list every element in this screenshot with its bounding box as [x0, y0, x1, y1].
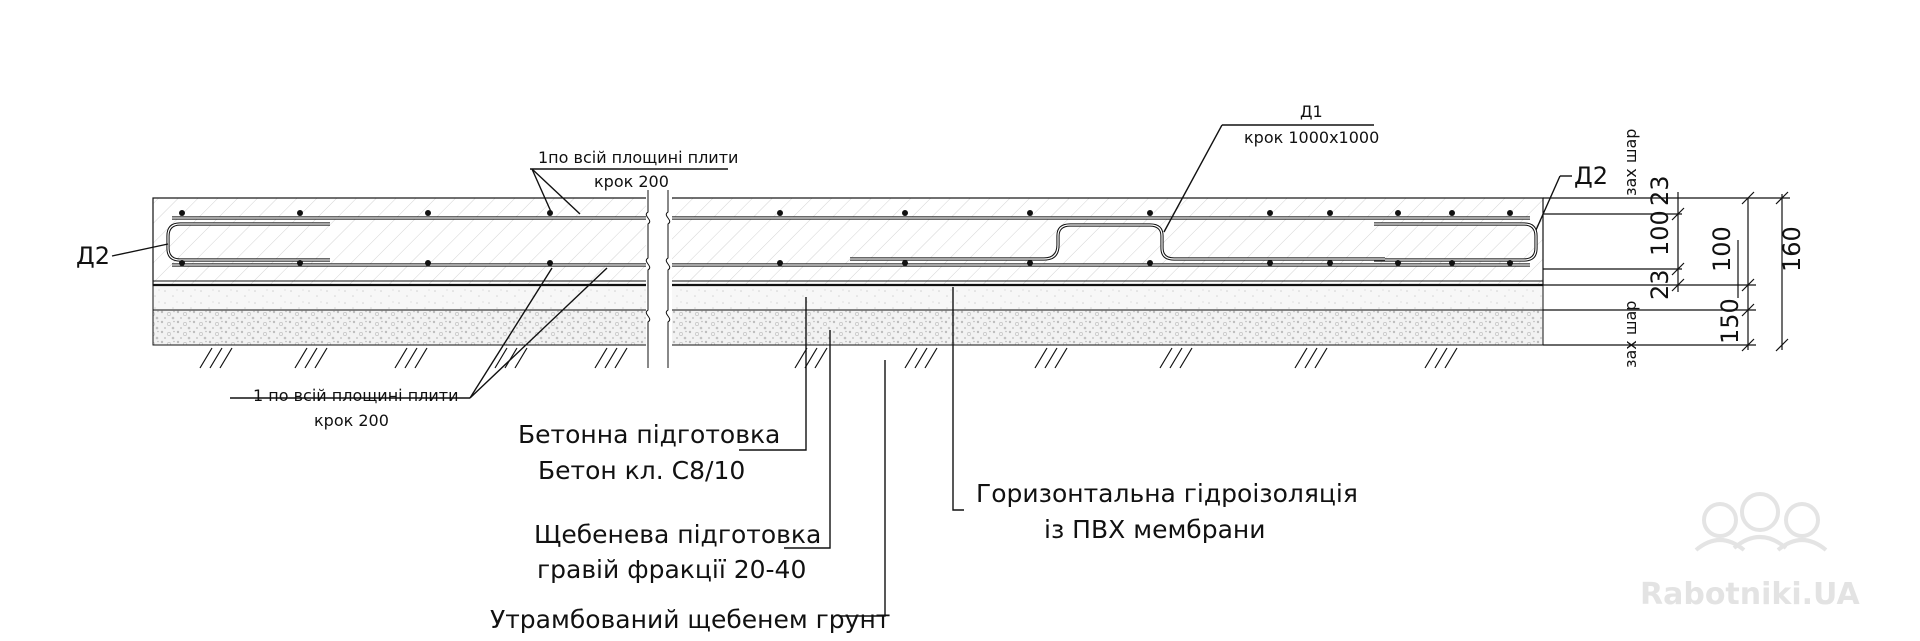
dimension-lines — [1543, 191, 1790, 352]
top-bar-label-line1: 1по всій площині плити — [538, 148, 738, 167]
break-line-left — [645, 190, 651, 368]
break-line-right — [665, 190, 671, 368]
svg-text:100: 100 — [1646, 210, 1674, 256]
d2-left-label: Д2 — [76, 242, 110, 270]
leader-bottom-bar — [230, 267, 608, 399]
bottom-bar-label-line1: 1 по всій площині плити — [253, 386, 459, 405]
concrete-prep-leader — [739, 297, 807, 451]
dim-total: 160 — [1778, 226, 1806, 272]
svg-text:160: 160 — [1778, 226, 1806, 272]
concrete-slab — [152, 197, 1544, 286]
waterproofing-label-line2: із ПВХ мембрани — [1044, 515, 1266, 544]
ground-hatch — [199, 347, 1458, 369]
d1-chair — [850, 223, 1385, 261]
waterproofing-label-line1: Горизонтальна гідроізоляція — [976, 479, 1358, 508]
d2-right-label: Д2 — [1574, 162, 1608, 190]
watermark-text: Rabotniki.UA — [1640, 577, 1860, 612]
waterproofing-leader — [952, 287, 964, 511]
gravel-layer — [152, 309, 1544, 346]
d1-leader — [1163, 124, 1374, 233]
svg-text:зах шар: зах шар — [1621, 129, 1640, 196]
protective-layer-top-label: зах шар — [1621, 129, 1640, 196]
svg-text:100: 100 — [1708, 226, 1736, 272]
concrete-prep-label-line2: Бетон кл. С8/10 — [538, 456, 745, 485]
dim-cover-top: 23 — [1646, 175, 1674, 206]
dim-gravel: 150 — [1716, 298, 1744, 344]
bottom-bar-label-line2: крок 200 — [314, 411, 389, 430]
svg-text:23: 23 — [1646, 175, 1674, 206]
d2-ubar-left — [166, 222, 330, 262]
gravel-prep-leader — [784, 330, 831, 549]
concrete-preparation-layer — [152, 284, 1544, 311]
d2-left-leader — [111, 243, 169, 257]
svg-text:зах шар: зах шар — [1621, 301, 1640, 368]
watermark-logo — [1694, 492, 1828, 552]
d2-ubar-right — [1374, 222, 1538, 262]
leader-top-bar — [530, 168, 728, 215]
top-bar-label-line2: крок 200 — [594, 172, 669, 191]
gravel-prep-label-line2: гравій фракції 20-40 — [537, 555, 806, 584]
svg-text:150: 150 — [1716, 298, 1744, 344]
d1-label: Д1 — [1300, 102, 1323, 121]
dim-inner: 100 — [1708, 226, 1736, 272]
gravel-prep-label-line1: Щебенева підготовка — [534, 520, 821, 549]
svg-text:23: 23 — [1646, 269, 1674, 300]
rebar-dots — [179, 210, 1513, 266]
compacted-soil-label: Утрамбований щебенем грунт — [490, 605, 890, 634]
compacted-soil-leader — [840, 360, 886, 617]
protective-layer-bottom-label: зах шар — [1621, 301, 1640, 368]
d1-step-label: крок 1000x1000 — [1244, 128, 1379, 147]
dim-cover-bottom: 23 — [1646, 269, 1674, 300]
dim-core: 100 — [1646, 210, 1674, 256]
concrete-prep-label-line1: Бетонна підготовка — [518, 420, 780, 449]
